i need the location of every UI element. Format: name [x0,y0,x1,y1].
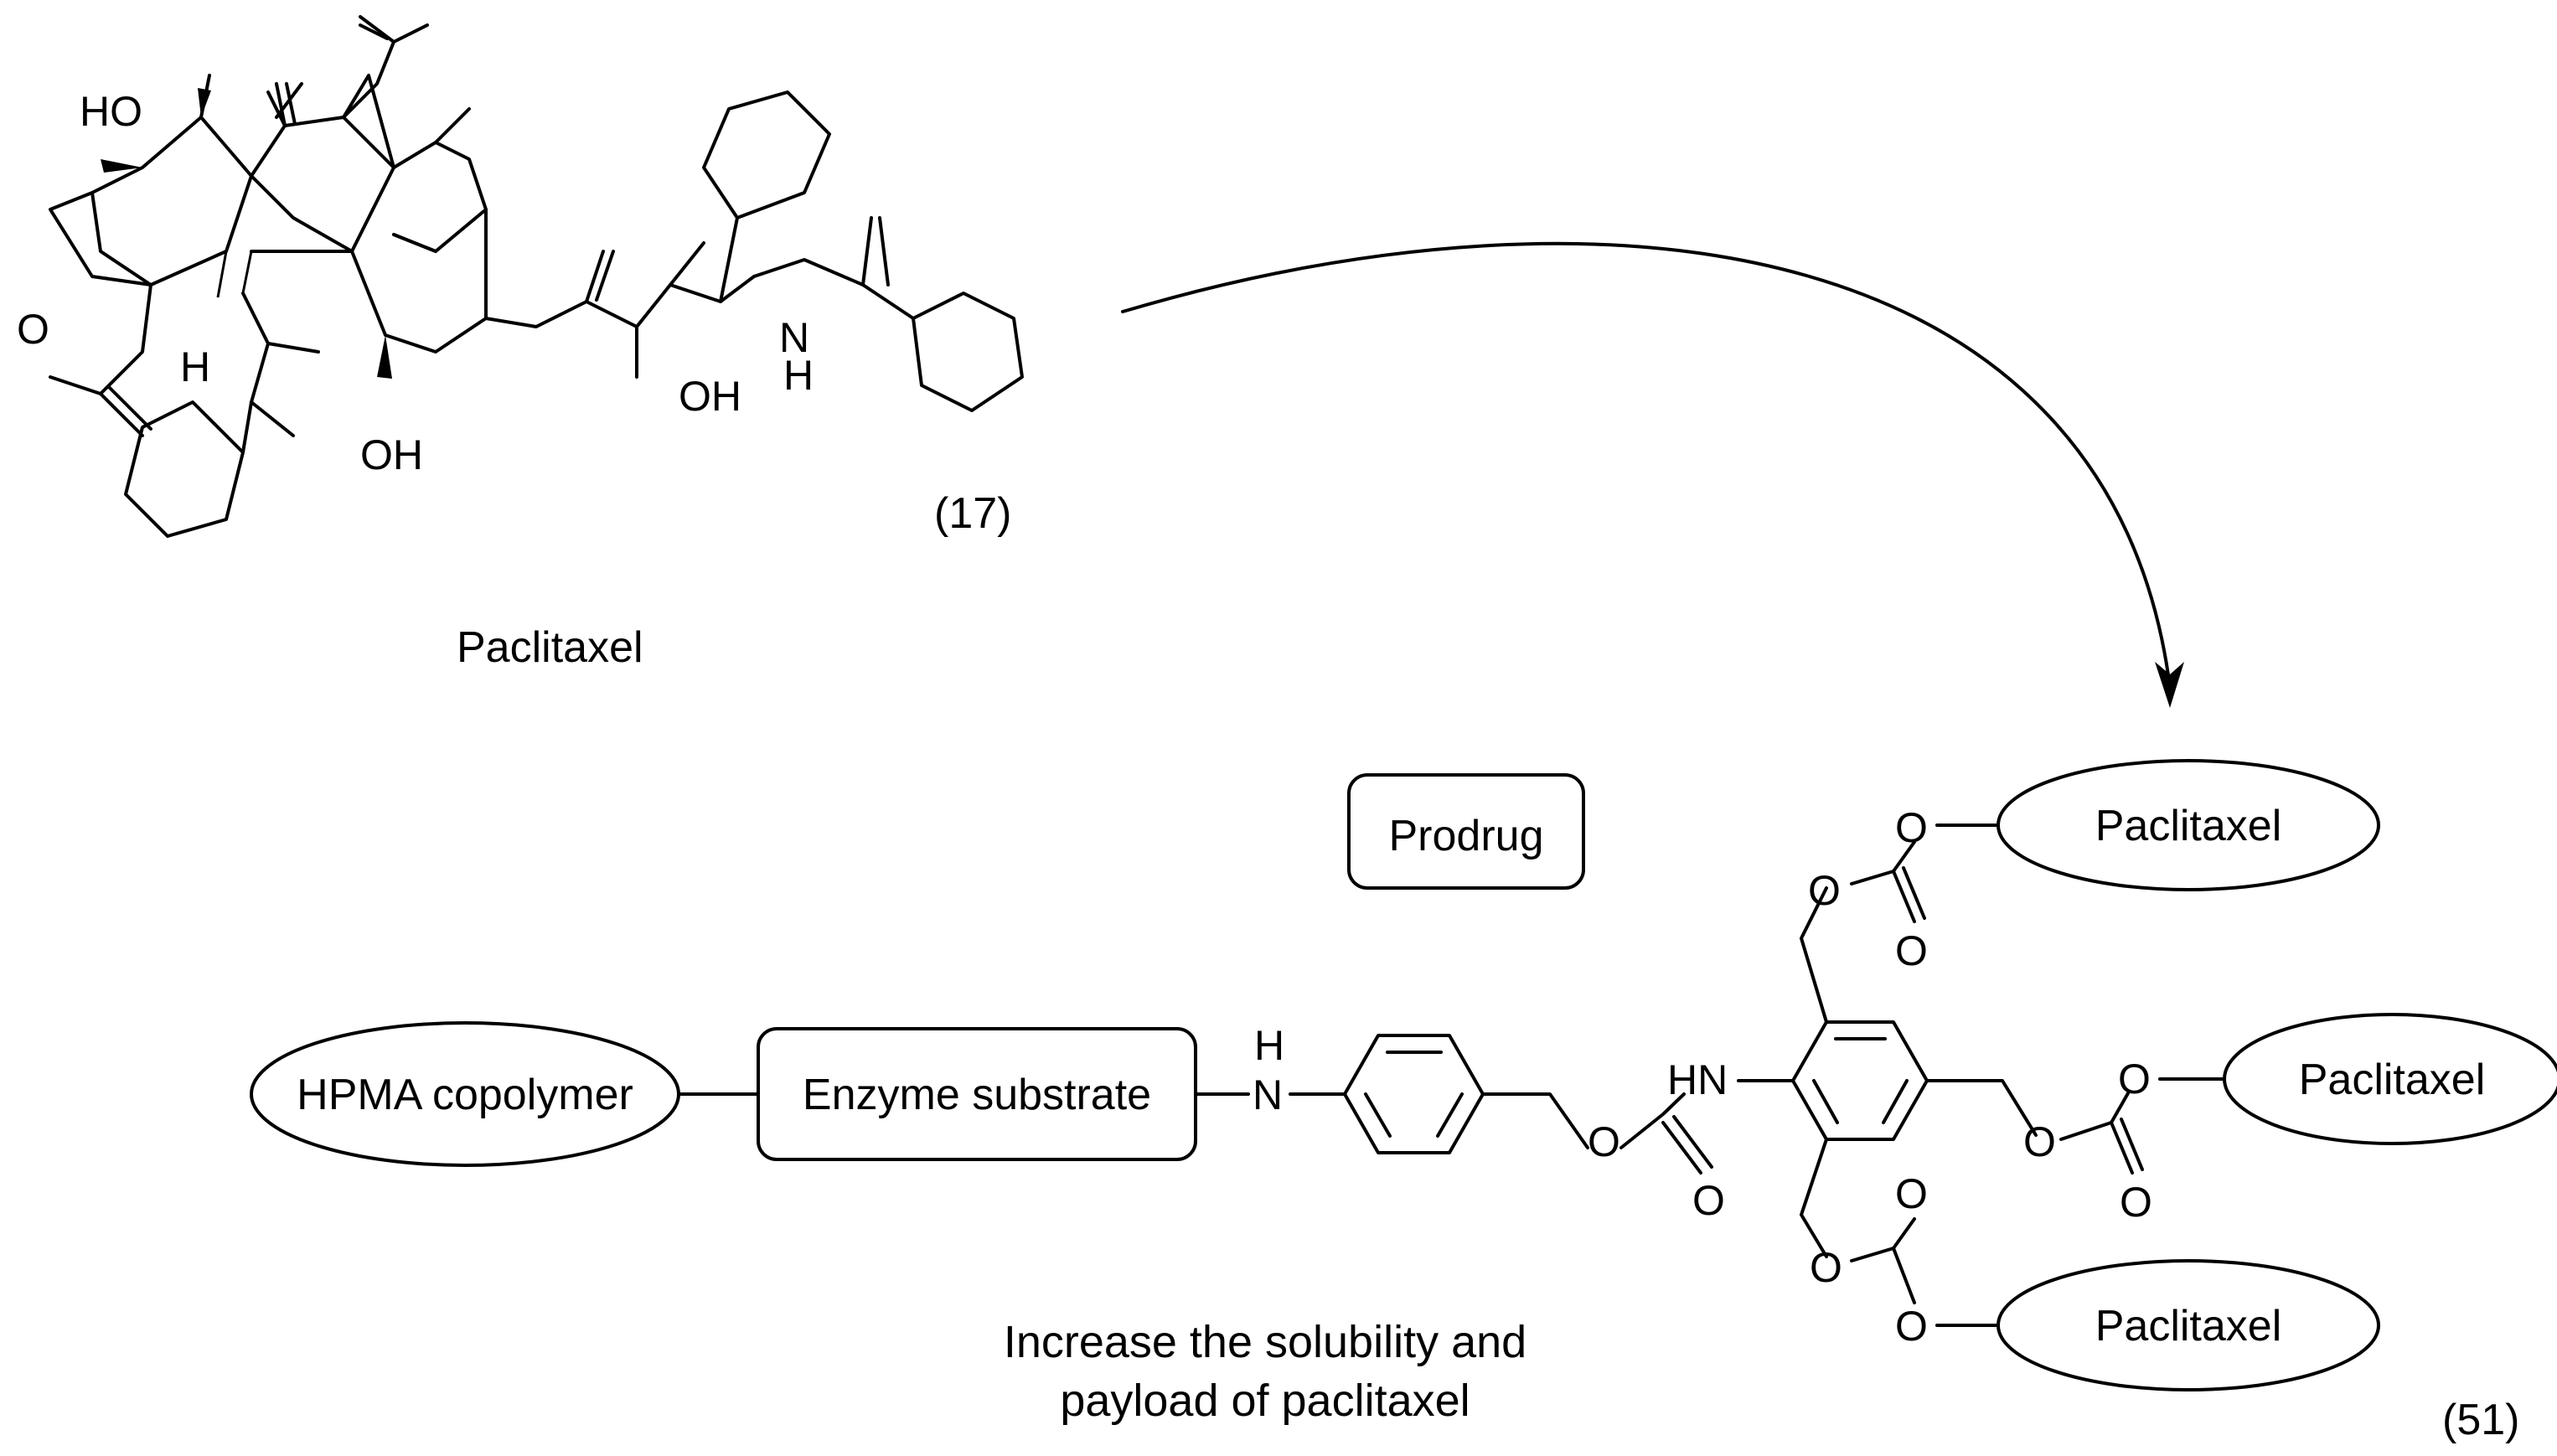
arm2-ester-oxygen-label: O [2118,1056,2151,1102]
arm3-carbonyl-oxygen-label: O [1895,1170,1928,1217]
conversion-arrow [1121,241,2184,708]
carbamate-oxygen-label: O [1588,1118,1620,1165]
compound-number-51: (51) [2442,1396,2519,1444]
arm1-ester-oxygen-label: O [1895,804,1928,851]
hpma-copolymer-label: HPMA copolymer [297,1071,633,1119]
arm1-carbonyl-oxygen-label: O [1895,927,1928,974]
paclitaxel-payload-3-label: Paclitaxel [2095,1302,2282,1350]
prodrug-label-box [1347,773,1585,890]
arm2-carbonyl-oxygen-label: O [2120,1179,2152,1226]
enzyme-substrate-label: Enzyme substrate [803,1071,1151,1119]
amide-nitrogen-label: N [779,314,809,361]
arm3-ester-oxygen-label: O [1895,1303,1928,1350]
carbamate-carbonyl-oxygen-label: O [1692,1177,1725,1224]
oxetane-oxygen-label: O [17,306,49,353]
paclitaxel-structure: HO O H OH OH N H Paclitaxel (17) [17,15,1024,672]
hydroxyl-label-top: HO [80,88,142,135]
prodrug-label: Prodrug [1389,812,1544,860]
hydroxyl-label-bottom: OH [360,431,423,478]
paclitaxel-payload-3 [1997,1259,2380,1391]
carbamate-nh-label: HN [1667,1056,1728,1103]
ring-hydrogen-label: H [180,343,210,390]
side-chain-hydroxyl-label: OH [679,373,741,420]
aniline-nitrogen-label: N [1253,1071,1283,1118]
paclitaxel-payload-2 [2223,1013,2557,1145]
prodrug-structure: Prodrug HPMA copolymer Enzyme substrate … [250,759,2557,1444]
prodrug-caption-line2: payload of paclitaxel [1060,1376,1470,1426]
amide-hydrogen-label: H [783,352,814,399]
paclitaxel-payload-2-label: Paclitaxel [2299,1056,2486,1104]
compound-number-17: (17) [934,489,1011,538]
paclitaxel-name: Paclitaxel [457,623,643,672]
aniline-hydrogen-label: H [1254,1022,1284,1069]
arm1-oxygen-label: O [1808,867,1841,914]
arm3-oxygen-label: O [1810,1244,1842,1291]
paclitaxel-payload-1-label: Paclitaxel [2095,802,2282,850]
paclitaxel-payload-1 [1997,759,2380,891]
arm2-oxygen-label: O [2023,1118,2056,1165]
prodrug-caption-line1: Increase the solubility and [1004,1317,1526,1367]
